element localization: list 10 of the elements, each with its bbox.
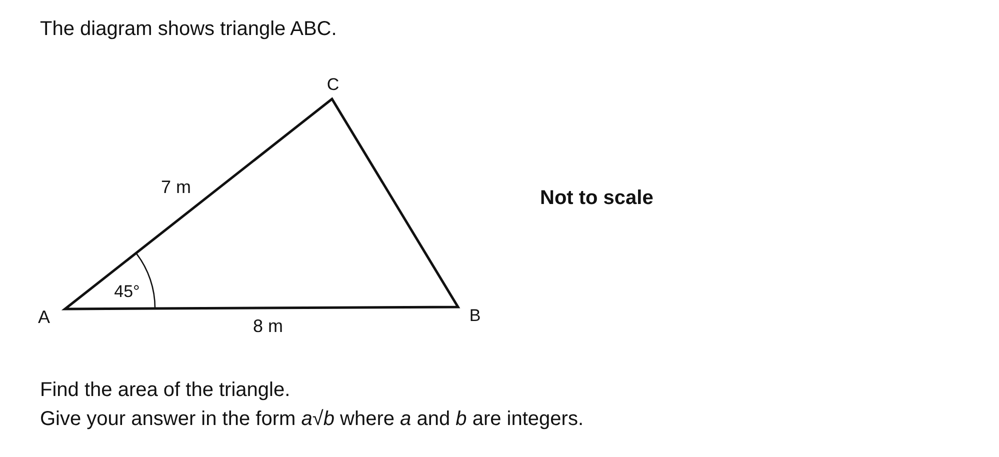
- question-text: Find the area of the triangle.: [40, 378, 290, 402]
- angle-label: 45°: [114, 282, 140, 302]
- vertex-label: C: [326, 74, 340, 96]
- question-text: Give your answer in the form a√b where a and b are integers.: [40, 407, 584, 431]
- vertex-label: A: [38, 307, 50, 329]
- side-length-label: 8 m: [253, 316, 283, 338]
- note-text: Not to scale: [540, 186, 654, 210]
- question-text: The diagram shows triangle ABC.: [40, 17, 337, 41]
- side-length-label: 7 m: [161, 177, 191, 199]
- vertex-label: B: [469, 306, 481, 326]
